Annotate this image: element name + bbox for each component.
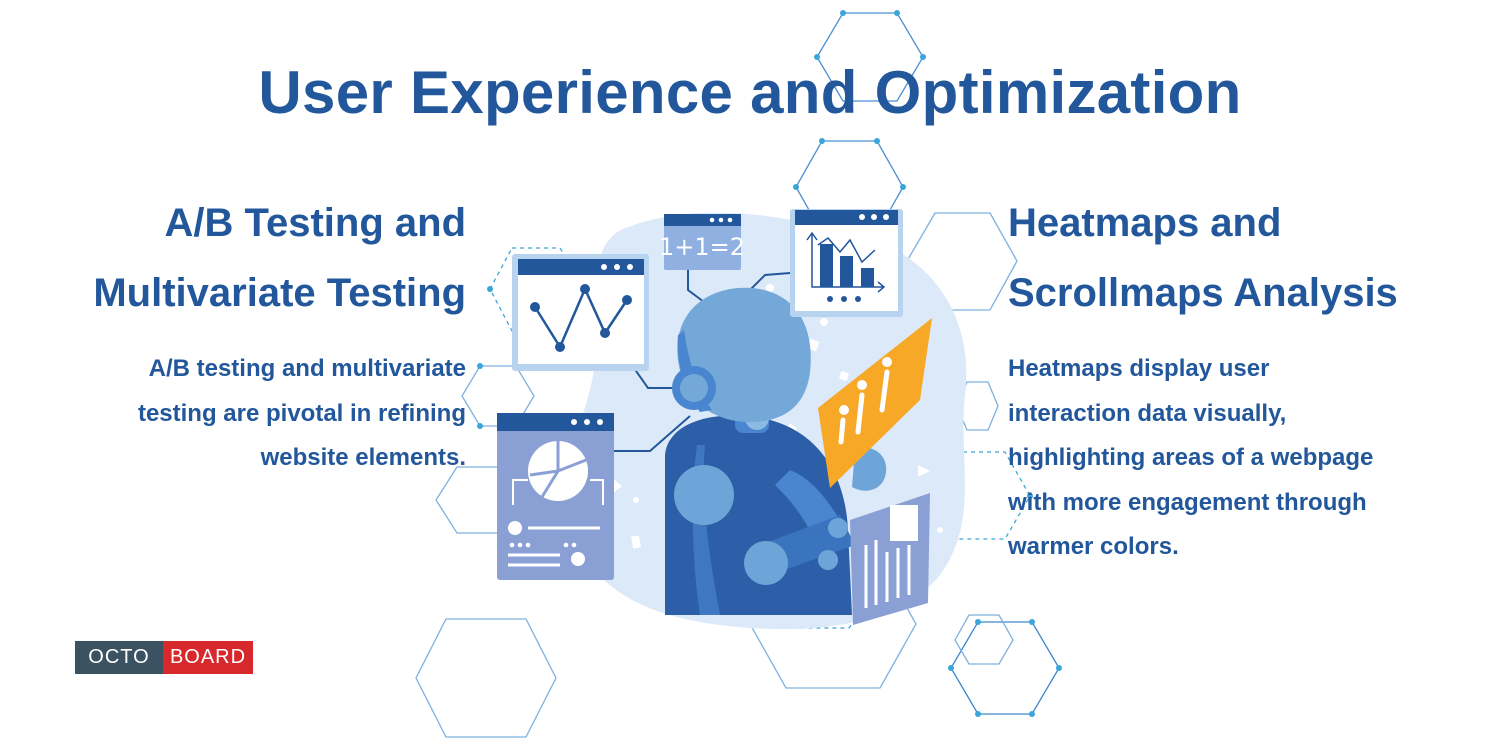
heatmaps-description: Heatmaps display user interaction data v… bbox=[1008, 347, 1448, 570]
body-line: with more engagement through bbox=[1008, 488, 1367, 516]
pie-chart-window-icon bbox=[497, 413, 614, 580]
body-line: interaction data visually, bbox=[1008, 399, 1287, 427]
heatmaps-heading: Heatmaps and Scrollmaps Analysis bbox=[1008, 188, 1478, 328]
formula-text: 1+1=2 bbox=[659, 233, 745, 261]
body-line: highlighting areas of a webpage bbox=[1008, 444, 1374, 471]
ab-testing-heading: A/B Testing and Multivariate Testing bbox=[0, 188, 466, 328]
orange-board-icon bbox=[818, 318, 932, 488]
body-line: warmer colors. bbox=[1008, 533, 1179, 560]
body-line: Heatmaps display user bbox=[1008, 355, 1270, 382]
body-line: A/B testing and multivariate bbox=[148, 355, 466, 382]
octoboard-logo: OCTO BOARD bbox=[75, 641, 253, 674]
heading-line: Heatmaps and bbox=[1008, 201, 1282, 245]
formula-window-icon: 1+1=2 bbox=[659, 214, 745, 270]
heading-line: Scrollmaps Analysis bbox=[1008, 271, 1398, 315]
logo-octo: OCTO bbox=[75, 641, 163, 674]
bar-chart-window-icon bbox=[790, 209, 903, 317]
body-line: testing are pivotal in refining bbox=[137, 399, 466, 427]
ab-testing-description: A/B testing and multivariate testing are… bbox=[46, 347, 466, 481]
robot-icon bbox=[665, 287, 887, 615]
line-chart-window-icon bbox=[512, 254, 649, 371]
document-icon bbox=[850, 493, 930, 625]
heading-line: A/B Testing and bbox=[164, 201, 466, 245]
logo-board: BOARD bbox=[163, 641, 253, 674]
heading-line: Multivariate Testing bbox=[93, 271, 466, 315]
page-title: User Experience and Optimization bbox=[258, 59, 1242, 126]
body-line: website elements. bbox=[260, 444, 466, 471]
